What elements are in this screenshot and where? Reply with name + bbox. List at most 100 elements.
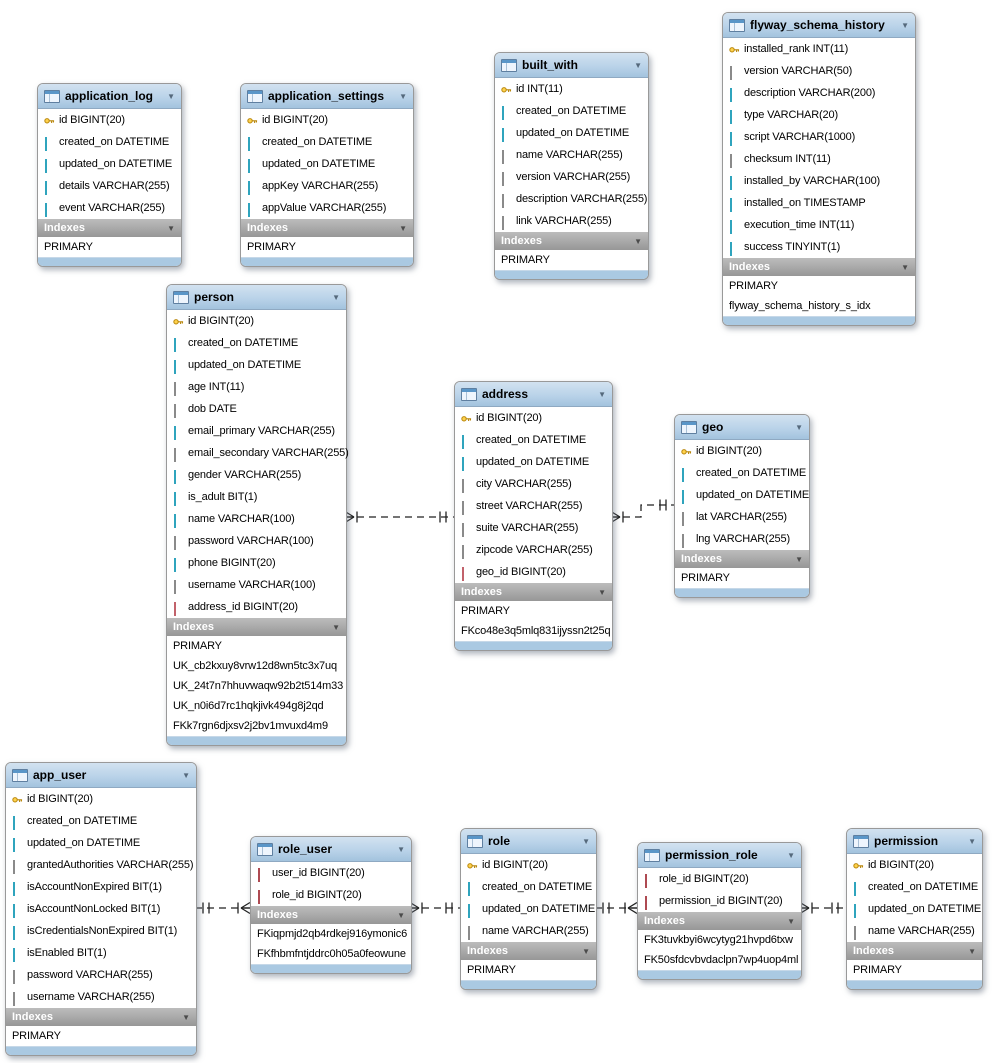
table-address[interactable]: address▼id BIGINT(20)created_on DATETIME… (454, 381, 613, 651)
column-row[interactable]: event VARCHAR(255) (38, 197, 181, 219)
column-row[interactable]: type VARCHAR(20) (723, 104, 915, 126)
column-row[interactable]: name VARCHAR(255) (847, 920, 982, 942)
indexes-header[interactable]: Indexes▼ (638, 912, 801, 930)
collapse-arrow-icon[interactable]: ▼ (582, 836, 590, 846)
column-row[interactable]: created_on DATETIME (847, 876, 982, 898)
table-header[interactable]: app_user▼ (6, 763, 196, 788)
column-row[interactable]: lat VARCHAR(255) (675, 506, 809, 528)
column-row[interactable]: installed_by VARCHAR(100) (723, 170, 915, 192)
column-row[interactable]: id BIGINT(20) (675, 440, 809, 462)
column-row[interactable]: email_secondary VARCHAR(255) (167, 442, 349, 464)
table-header[interactable]: role_user▼ (251, 837, 411, 862)
index-row[interactable]: PRIMARY (38, 237, 181, 257)
column-row[interactable]: created_on DATETIME (455, 429, 612, 451)
relationship-role_user-role[interactable] (409, 901, 460, 915)
index-row[interactable]: UK_24t7n7hhuvwaqw92b2t514m33 (167, 676, 346, 696)
index-row[interactable]: PRIMARY (241, 237, 413, 257)
column-row[interactable]: gender VARCHAR(255) (167, 464, 346, 486)
table-header[interactable]: permission▼ (847, 829, 982, 854)
column-row[interactable]: is_adult BIT(1) (167, 486, 346, 508)
column-row[interactable]: phone BIGINT(20) (167, 552, 346, 574)
column-row[interactable]: name VARCHAR(100) (167, 508, 346, 530)
column-row[interactable]: updated_on DATETIME (461, 898, 596, 920)
column-row[interactable]: isEnabled BIT(1) (6, 942, 196, 964)
column-row[interactable]: id BIGINT(20) (6, 788, 196, 810)
index-row[interactable]: FK50sfdcvbvdaclpn7wp4uop4ml (638, 950, 801, 970)
index-row[interactable]: FKco48e3q5mlq831ijyssn2t25q (455, 621, 612, 641)
index-row[interactable]: PRIMARY (723, 276, 915, 296)
index-row[interactable]: PRIMARY (6, 1026, 196, 1046)
column-row[interactable]: address_id BIGINT(20) (167, 596, 346, 618)
column-row[interactable]: updated_on DATETIME (675, 484, 809, 506)
column-row[interactable]: suite VARCHAR(255) (455, 517, 612, 539)
table-header[interactable]: built_with▼ (495, 53, 648, 78)
collapse-arrow-icon[interactable]: ▼ (968, 946, 976, 956)
table-header[interactable]: application_settings▼ (241, 84, 413, 109)
column-row[interactable]: role_id BIGINT(20) (251, 884, 411, 906)
column-row[interactable]: id BIGINT(20) (241, 109, 413, 131)
column-row[interactable]: isAccountNonExpired BIT(1) (6, 876, 196, 898)
collapse-arrow-icon[interactable]: ▼ (332, 292, 340, 302)
collapse-arrow-icon[interactable]: ▼ (598, 389, 606, 399)
table-permission[interactable]: permission▼id BIGINT(20)created_on DATET… (846, 828, 983, 990)
column-row[interactable]: updated_on DATETIME (241, 153, 413, 175)
collapse-arrow-icon[interactable]: ▼ (167, 91, 175, 101)
index-row[interactable]: UK_cb2kxuy8vrw12d8wn5tc3x7uq (167, 656, 346, 676)
column-row[interactable]: script VARCHAR(1000) (723, 126, 915, 148)
collapse-arrow-icon[interactable]: ▼ (968, 836, 976, 846)
table-application_log[interactable]: application_log▼id BIGINT(20)created_on … (37, 83, 182, 267)
column-row[interactable]: updated_on DATETIME (847, 898, 982, 920)
column-row[interactable]: age INT(11) (167, 376, 346, 398)
column-row[interactable]: id BIGINT(20) (461, 854, 596, 876)
index-row[interactable]: flyway_schema_history_s_idx (723, 296, 915, 316)
column-row[interactable]: appKey VARCHAR(255) (241, 175, 413, 197)
table-flyway_schema_history[interactable]: flyway_schema_history▼installed_rank INT… (722, 12, 916, 326)
indexes-header[interactable]: Indexes▼ (167, 618, 346, 636)
column-row[interactable]: street VARCHAR(255) (455, 495, 612, 517)
collapse-arrow-icon[interactable]: ▼ (787, 916, 795, 926)
index-row[interactable]: PRIMARY (675, 568, 809, 588)
table-header[interactable]: person▼ (167, 285, 346, 310)
index-row[interactable]: UK_n0i6d7rc1hqkjivk494g8j2qd (167, 696, 346, 716)
relationship-app_user-role_user[interactable] (195, 901, 251, 915)
column-row[interactable]: grantedAuthorities VARCHAR(255) (6, 854, 196, 876)
column-row[interactable]: installed_rank INT(11) (723, 38, 915, 60)
index-row[interactable]: PRIMARY (167, 636, 346, 656)
table-role_user[interactable]: role_user▼user_id BIGINT(20)role_id BIGI… (250, 836, 412, 974)
indexes-header[interactable]: Indexes▼ (847, 942, 982, 960)
column-row[interactable]: password VARCHAR(100) (167, 530, 346, 552)
relationship-role-permission_role[interactable] (595, 901, 638, 915)
indexes-header[interactable]: Indexes▼ (723, 258, 915, 276)
column-row[interactable]: password VARCHAR(255) (6, 964, 196, 986)
column-row[interactable]: permission_id BIGINT(20) (638, 890, 801, 912)
column-row[interactable]: created_on DATETIME (461, 876, 596, 898)
table-header[interactable]: geo▼ (675, 415, 809, 440)
column-row[interactable]: created_on DATETIME (241, 131, 413, 153)
column-row[interactable]: installed_on TIMESTAMP (723, 192, 915, 214)
collapse-arrow-icon[interactable]: ▼ (182, 770, 190, 780)
relationship-address-geo[interactable] (610, 499, 674, 524)
index-row[interactable]: FKiqpmjd2qb4rdkej916ymonic6 (251, 924, 411, 944)
collapse-arrow-icon[interactable]: ▼ (787, 850, 795, 860)
index-row[interactable]: FKfhbmfntjddrc0h05a0feowune (251, 944, 411, 964)
indexes-header[interactable]: Indexes▼ (455, 583, 612, 601)
collapse-arrow-icon[interactable]: ▼ (182, 1012, 190, 1022)
column-row[interactable]: created_on DATETIME (167, 332, 346, 354)
table-header[interactable]: application_log▼ (38, 84, 181, 109)
table-application_settings[interactable]: application_settings▼id BIGINT(20)create… (240, 83, 414, 267)
table-header[interactable]: flyway_schema_history▼ (723, 13, 915, 38)
column-row[interactable]: id INT(11) (495, 78, 648, 100)
column-row[interactable]: version VARCHAR(50) (723, 60, 915, 82)
column-row[interactable]: execution_time INT(11) (723, 214, 915, 236)
relationship-permission_role-permission[interactable] (799, 901, 846, 915)
column-row[interactable]: updated_on DATETIME (455, 451, 612, 473)
column-row[interactable]: name VARCHAR(255) (495, 144, 648, 166)
table-header[interactable]: role▼ (461, 829, 596, 854)
column-row[interactable]: success TINYINT(1) (723, 236, 915, 258)
column-row[interactable]: geo_id BIGINT(20) (455, 561, 612, 583)
table-header[interactable]: permission_role▼ (638, 843, 801, 868)
collapse-arrow-icon[interactable]: ▼ (582, 946, 590, 956)
table-permission_role[interactable]: permission_role▼role_id BIGINT(20)permis… (637, 842, 802, 980)
